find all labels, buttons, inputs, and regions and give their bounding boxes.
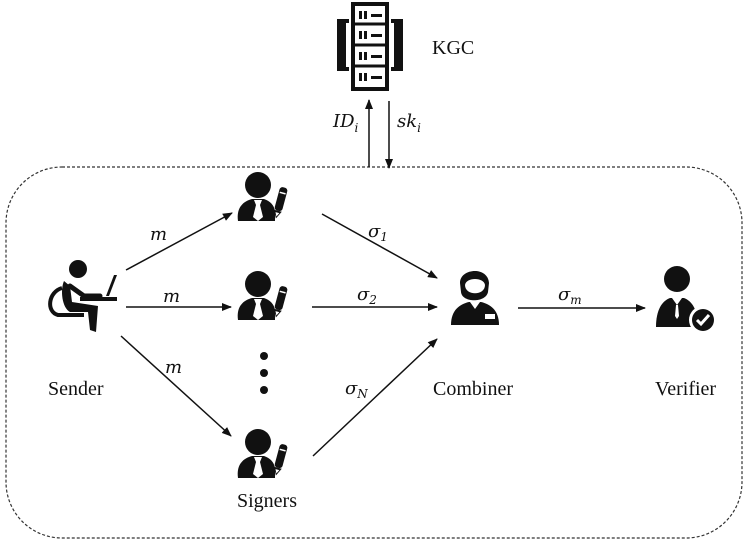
id-label: IDi (332, 111, 359, 135)
signers-label: Signers (237, 490, 297, 512)
edge-label-m2: m (163, 286, 180, 307)
edge-label-sigma2: σ2 (357, 284, 377, 307)
edge-sender-signern (120, 335, 232, 437)
server-icon (337, 2, 403, 91)
ellipsis-dots (260, 352, 268, 394)
edge-label-m3: m (165, 357, 182, 378)
verifier-icon (656, 266, 717, 334)
combiner-label: Combiner (433, 378, 513, 400)
combiner-icon (451, 270, 499, 325)
signer-icon-2 (237, 271, 289, 320)
edge-label-sigman: σN (345, 378, 368, 401)
edge-label-sigmam: σm (558, 284, 582, 307)
verifier-label: Verifier (655, 378, 716, 400)
sk-label: ski (397, 111, 421, 135)
sender-icon (48, 260, 117, 332)
edge-signern-combiner (312, 338, 438, 457)
sender-label: Sender (48, 378, 104, 400)
edge-sender-signer1 (125, 212, 233, 271)
kgc-label: KGC (432, 37, 474, 59)
signer-icon-1 (237, 172, 289, 221)
edge-label-m1: m (150, 224, 167, 245)
edge-label-sigma1: σ1 (368, 221, 388, 244)
signer-icon-n (237, 429, 289, 478)
edge-signer1-combiner (321, 213, 438, 279)
trust-boundary (5, 166, 743, 539)
